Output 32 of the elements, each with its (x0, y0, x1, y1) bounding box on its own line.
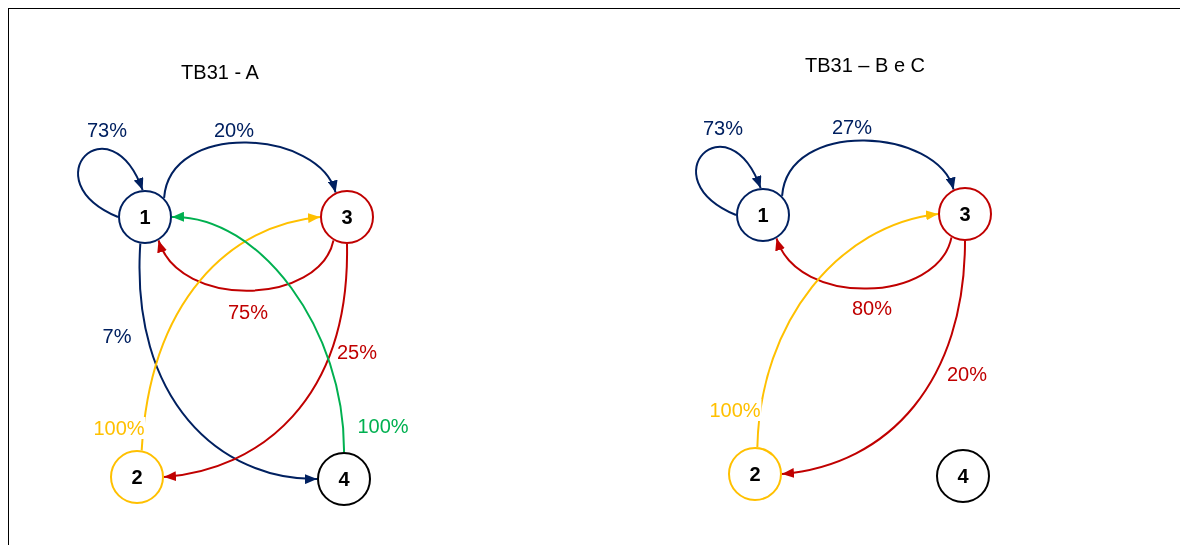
state-number: 3 (341, 205, 353, 229)
panel-title: TB31 – B e C (804, 53, 926, 77)
state-number: 2 (131, 465, 143, 489)
state-circle (110, 450, 164, 504)
state-circle (320, 190, 374, 244)
arrow (775, 236, 953, 290)
state-number: 1 (757, 203, 769, 227)
arrow (77, 147, 144, 218)
state-number: 4 (957, 464, 969, 488)
arrow (781, 240, 966, 478)
arrow (163, 141, 337, 199)
state-number: 2 (749, 462, 761, 486)
arrow (171, 213, 345, 453)
arrow (695, 145, 762, 216)
state-circle (936, 449, 990, 503)
state-circle (728, 447, 782, 501)
state-number: 1 (139, 205, 151, 229)
arrow (163, 243, 348, 481)
arrow (781, 139, 955, 197)
edge-label: 100% (708, 399, 762, 421)
state-circle (118, 190, 172, 244)
panel-title: TB31 - A (181, 60, 259, 84)
edge-label: 100% (92, 417, 146, 439)
arrow (138, 242, 318, 484)
arrow (157, 239, 335, 292)
state-circle (938, 187, 992, 241)
state-circle (317, 452, 371, 506)
state-number: 3 (959, 202, 971, 226)
state-circle (736, 188, 790, 242)
arrow (140, 213, 321, 452)
state-number: 4 (338, 467, 350, 491)
arrow (756, 211, 939, 449)
